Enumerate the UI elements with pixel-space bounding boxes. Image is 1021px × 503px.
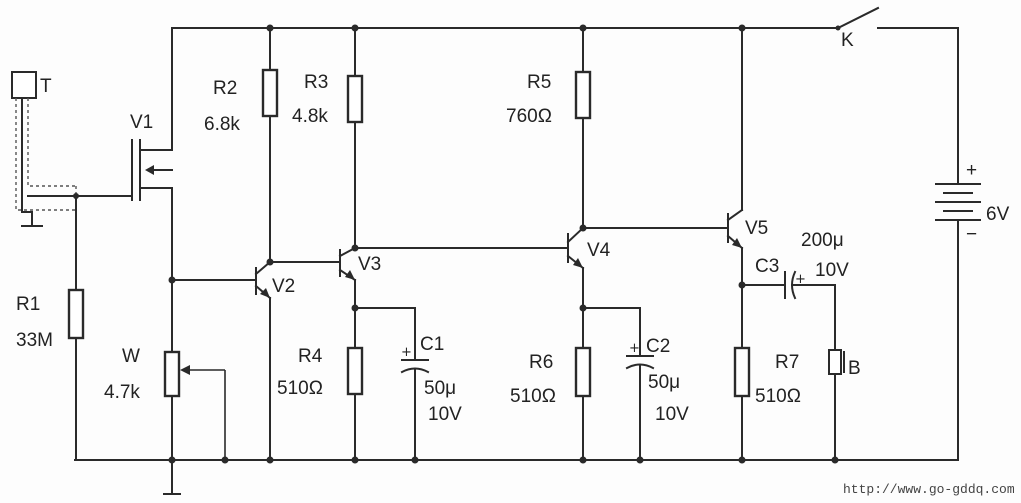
resistor-r4 — [346, 346, 364, 461]
label-r5: R5 — [527, 72, 551, 93]
label-r6: R6 — [529, 352, 553, 373]
label-c2: C2 — [646, 336, 670, 357]
transistor-v4 — [566, 226, 585, 349]
label-r1: R1 — [16, 294, 40, 315]
resistor-r7 — [733, 346, 751, 461]
label-k: K — [841, 30, 854, 51]
transistor-v2 — [171, 260, 272, 461]
label-r7: R7 — [775, 352, 799, 373]
resistor-r6 — [574, 346, 592, 461]
battery — [935, 27, 981, 461]
label-v5: V5 — [745, 218, 768, 239]
label-w-value: 4.7k — [104, 382, 140, 403]
label-v2: V2 — [272, 276, 295, 297]
label-r6-value: 510Ω — [510, 386, 556, 407]
c1-plus: + — [401, 345, 412, 360]
label-v4: V4 — [587, 240, 611, 261]
capacitor-c2 — [582, 307, 655, 461]
label-v1: V1 — [130, 112, 153, 133]
watermark: http://www.go-gddq.com — [843, 482, 1015, 497]
capacitor-c1 — [354, 307, 430, 461]
label-c2-voltage: 10V — [655, 404, 689, 425]
battery-plus: + — [966, 160, 977, 181]
c2-plus: + — [629, 341, 640, 356]
potentiometer-w — [163, 350, 226, 495]
label-r3-value: 4.8k — [292, 106, 328, 127]
buzzer-b — [828, 349, 845, 461]
label-r4-value: 510Ω — [277, 378, 323, 399]
touch-plate-t — [11, 71, 133, 227]
label-r3: R3 — [304, 72, 328, 93]
label-w: W — [122, 346, 140, 367]
labels: T V1 R1 33M W 4.7k R2 6.8k R3 4.8k V2 V3… — [16, 30, 1015, 497]
label-c3: C3 — [755, 256, 779, 277]
transistor-v3 — [269, 246, 357, 349]
label-r5-value: 760Ω — [506, 106, 552, 127]
label-r7-value: 510Ω — [755, 386, 801, 407]
battery-minus: − — [966, 224, 977, 245]
capacitor-c3 — [741, 270, 836, 351]
label-r2: R2 — [213, 78, 237, 99]
label-r2-value: 6.8k — [204, 114, 240, 135]
label-c2-value: 50μ — [648, 372, 680, 393]
junction-dots — [168, 24, 839, 464]
label-r4: R4 — [298, 346, 323, 367]
label-c3-value: 200μ — [801, 230, 844, 251]
resistor-r5 — [574, 27, 592, 229]
label-c3-voltage: 10V — [815, 260, 849, 281]
label-c1: C1 — [420, 334, 444, 355]
label-battery-value: 6V — [986, 204, 1010, 225]
label-c1-voltage: 10V — [428, 404, 462, 425]
c3-plus: + — [795, 272, 806, 287]
fet-v1 — [131, 27, 173, 353]
transistor-v5 — [582, 27, 744, 349]
label-c1-value: 50μ — [424, 378, 456, 399]
resistor-r1 — [67, 195, 85, 461]
label-b: B — [848, 358, 861, 379]
switch-k — [835, 6, 880, 31]
resistor-r2 — [261, 27, 279, 263]
label-r1-value: 33M — [16, 330, 53, 351]
resistor-r3 — [346, 27, 364, 249]
label-v3: V3 — [358, 254, 381, 275]
label-t: T — [40, 76, 52, 97]
